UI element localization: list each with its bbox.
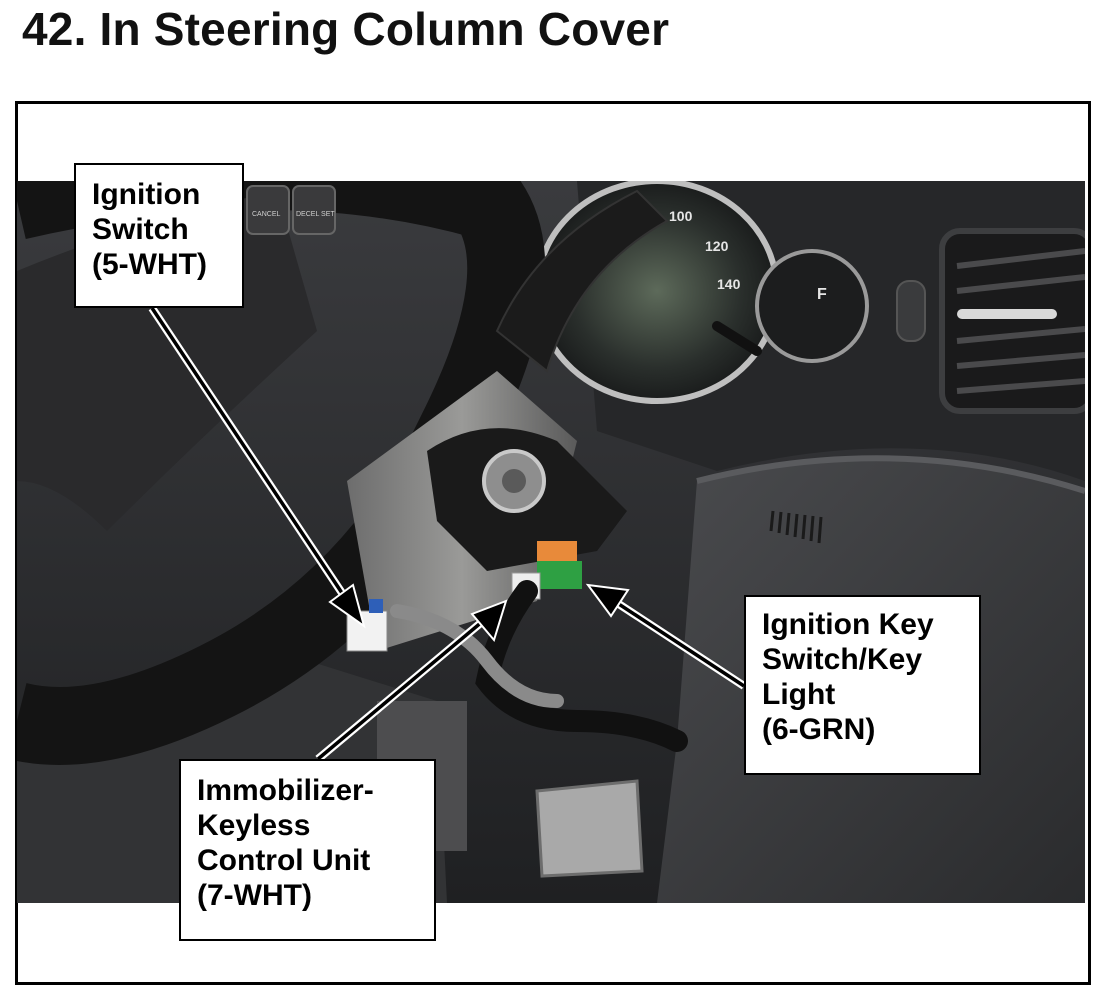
blue-tab: [369, 599, 383, 613]
fuel-gauge: [755, 249, 869, 363]
arrow-ignition-key: [585, 583, 747, 690]
cancel-button-label: CANCEL: [252, 211, 281, 218]
gauge-label-140: 140: [717, 276, 741, 292]
air-vent-slats: [956, 248, 1085, 394]
page-title: 42. In Steering Column Cover: [22, 3, 670, 55]
callout-ignition-key: Ignition Key Switch/Key Light (6-GRN): [744, 595, 981, 775]
gauge-needle: [712, 321, 762, 356]
callout-line: Ignition Key: [762, 608, 934, 641]
gauge-label-120: 120: [705, 238, 729, 254]
callout-line: (5-WHT): [92, 248, 207, 281]
callout-immobilizer: Immobilizer- Keyless Control Unit (7-WHT…: [179, 759, 436, 941]
callout-line: Light: [762, 678, 836, 711]
knee-panel-edge: [696, 455, 1085, 494]
callout-line: Switch/Key: [762, 643, 923, 676]
vent-highlight: [957, 309, 1057, 319]
fuel-label-f: F: [817, 286, 827, 303]
callout-line: Ignition: [92, 178, 201, 211]
callout-line: Control Unit: [197, 844, 371, 877]
callout-line: (7-WHT): [197, 879, 312, 912]
callout-line: Immobilizer-: [197, 774, 374, 807]
callout-line: Switch: [92, 213, 189, 246]
green-connector-6-grn: [537, 561, 582, 589]
lower-bracket: [535, 779, 644, 878]
wiring-harness: [475, 580, 688, 752]
turn-signal-stalk: [495, 189, 669, 373]
callout-line: Keyless: [197, 809, 311, 842]
gauge-label-100: 100: [669, 208, 693, 224]
steering-column-photo: 100 120 140 F CANCEL DECEL SET: [17, 181, 1085, 903]
vent-knob: [896, 280, 926, 342]
decel-set-button-label: DECEL SET: [296, 211, 335, 218]
callout-ignition-switch: Ignition Switch (5-WHT): [74, 163, 244, 308]
panel-vent-slots: [769, 510, 823, 544]
arrow-ignition-switch: [148, 305, 366, 629]
steering-buttons: CANCEL DECEL SET: [246, 185, 336, 235]
wiring-harness-wrapped: [390, 604, 564, 708]
callout-line: (6-GRN): [762, 713, 876, 746]
key-slot: [502, 469, 526, 493]
arrow-immobilizer: [315, 599, 508, 763]
